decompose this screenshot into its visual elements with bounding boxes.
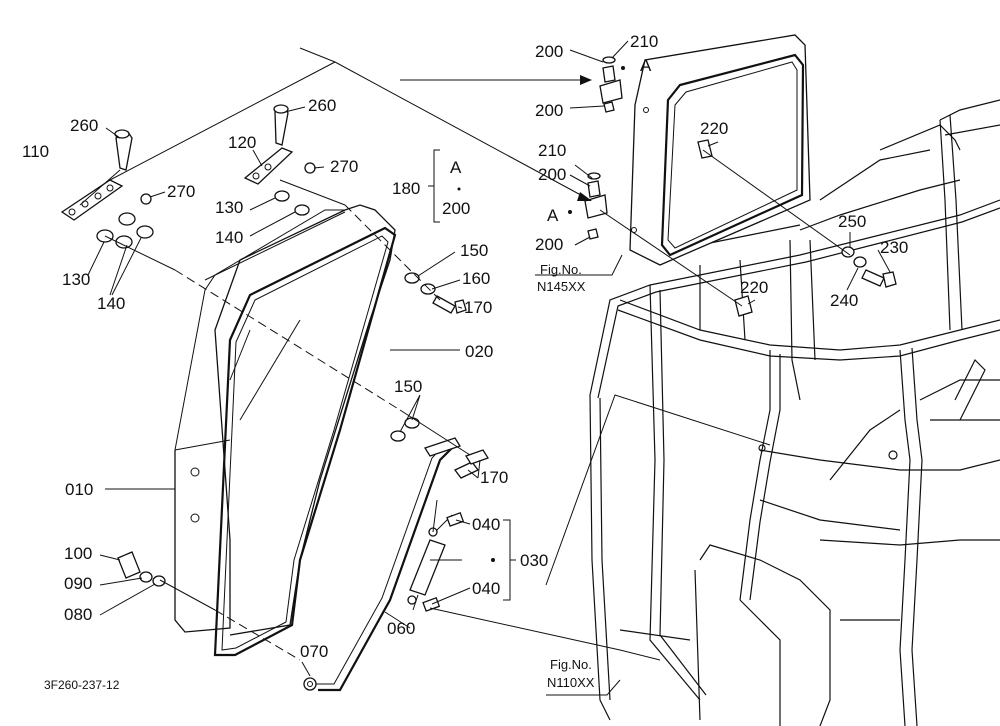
washers-150-160-bolt-170: [390, 272, 489, 479]
detail-letter-a: A: [450, 158, 462, 177]
washers-130-140: [96, 190, 310, 249]
label-220: 220: [740, 278, 768, 297]
marker-dot-top: [621, 66, 625, 70]
bushing-220-bottom: [734, 295, 753, 317]
figure-code: 3F260-237-12: [44, 678, 120, 692]
pin-260-right: [273, 104, 289, 146]
bracket-180: [428, 149, 461, 223]
label-200: 200: [535, 101, 563, 120]
label-080: 080: [64, 605, 92, 624]
stay-rod: [303, 437, 461, 692]
bolt-230-washers-240-250: [841, 246, 897, 288]
label-020: 020: [465, 342, 493, 361]
callout-ticks: [87, 40, 891, 677]
label-170: 170: [464, 298, 492, 317]
label-260: 260: [70, 116, 98, 135]
label-100: 100: [64, 544, 92, 563]
callout-labels: 260 260 110 120 270 270 130 140 130 140 …: [22, 32, 908, 692]
label-200: 200: [535, 42, 563, 61]
bolt-100-washer-090-nut-080: [117, 551, 166, 587]
label-270: 270: [330, 157, 358, 176]
detail-marker-a: A: [547, 206, 559, 225]
marker-dot-mid: [568, 210, 572, 214]
label-210: 210: [538, 141, 566, 160]
bracket-030: [491, 519, 516, 601]
label-140: 140: [215, 228, 243, 247]
side-window-glass: [174, 204, 396, 636]
label-220: 220: [700, 119, 728, 138]
label-130: 130: [62, 270, 90, 289]
label-090: 090: [64, 574, 92, 593]
hinge-110: [60, 179, 124, 221]
label-120: 120: [228, 133, 256, 152]
label-110: 110: [22, 142, 49, 161]
detail-marker-a: A: [640, 56, 652, 75]
label-030: 030: [520, 551, 548, 570]
label-260: 260: [308, 96, 336, 115]
fig-ref-label: Fig.No.: [550, 657, 592, 672]
arrows: [577, 75, 592, 201]
fig-ref-number: N110XX: [547, 675, 595, 690]
label-150: 150: [460, 241, 488, 260]
cab-frame: [589, 99, 1000, 726]
label-210: 210: [630, 32, 658, 51]
label-070: 070: [300, 642, 328, 661]
label-040: 040: [472, 579, 500, 598]
label-240: 240: [830, 291, 858, 310]
label-270: 270: [167, 182, 195, 201]
label-060: 060: [387, 619, 415, 638]
label-150: 150: [394, 377, 422, 396]
label-180: 180: [392, 179, 420, 198]
label-040: 040: [472, 515, 500, 534]
window-seal-gasket: [213, 226, 397, 657]
fig-ref-label: Fig.No.: [540, 262, 582, 277]
catch-assembly-top: [599, 56, 623, 113]
label-200: 200: [535, 235, 563, 254]
hinge-120: [243, 147, 294, 185]
nut-270-left: [140, 193, 152, 205]
catch-assembly-middle: [584, 172, 608, 240]
label-130: 130: [215, 198, 243, 217]
label-200: 200: [442, 199, 470, 218]
label-010: 010: [65, 480, 93, 499]
label-200: 200: [538, 165, 566, 184]
label-140: 140: [97, 294, 125, 313]
pin-260-left: [114, 129, 133, 171]
label-170: 170: [480, 468, 508, 487]
fig-ref-number: N145XX: [537, 279, 586, 294]
rear-window-panel: [629, 34, 811, 266]
label-160: 160: [462, 269, 490, 288]
leader-lines: [79, 47, 851, 696]
nut-270-right: [304, 162, 316, 174]
label-230: 230: [880, 238, 908, 257]
label-250: 250: [838, 212, 866, 231]
